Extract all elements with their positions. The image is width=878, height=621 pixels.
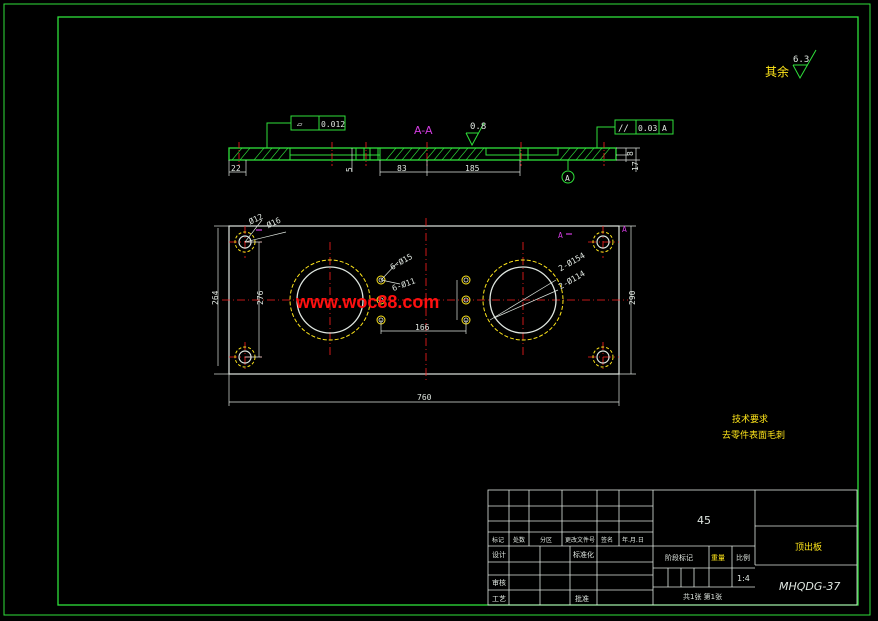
hole-dim-c1: 6-Ø15: [388, 251, 414, 272]
cut-mark-right: A: [622, 225, 627, 234]
hole-dim-c2: 6-Ø11: [391, 275, 417, 293]
roughness-other-label: 其余: [765, 64, 789, 79]
bore-right-outer: [482, 259, 564, 341]
hole-dim-b: Ø16: [265, 215, 282, 230]
bore-right-inner: [489, 266, 557, 334]
tb-drawing-no: MHQDG-37: [779, 580, 840, 593]
watermark: www.woc88.com: [295, 292, 439, 312]
section-label: A-A: [414, 124, 433, 137]
tb-weight: 重量: [711, 554, 725, 562]
dim-760: 760: [417, 393, 432, 402]
drawing-border: [57, 16, 859, 606]
dim-5: 5: [345, 167, 354, 172]
dim-83: 83: [397, 164, 407, 173]
parallelism-value: 0.03: [638, 124, 657, 133]
datum-a-label: A: [565, 174, 570, 183]
flatness-symbol: ▱: [297, 120, 303, 130]
tech-title: 技术要求: [732, 413, 768, 425]
tech-line1: 去零件表面毛刺: [722, 429, 785, 441]
dim-290: 290: [628, 290, 637, 305]
tb-row-label-2: 分区: [540, 536, 552, 544]
roughness-other-symbol: 其余 6.3: [765, 49, 817, 80]
tb-design: 设计: [492, 550, 506, 559]
dim-8: 8: [626, 151, 635, 156]
tb-row-label-4: 签名: [601, 536, 613, 544]
tb-sheets: 共1张 第1张: [683, 592, 722, 601]
tb-process: 工艺: [492, 595, 506, 603]
tb-row-label-0: 标记: [492, 536, 504, 544]
tb-row-label-5: 年.月.日: [622, 536, 644, 544]
flatness-value: 0.012: [321, 120, 345, 129]
tb-ratio: 比例: [736, 553, 750, 562]
tb-stage-mark: 阶段标记: [665, 553, 693, 562]
tb-review: 审核: [492, 578, 506, 587]
dim-22: 22: [231, 164, 241, 173]
datum-a-symbol: [561, 170, 575, 184]
cut-mark-left: A: [558, 231, 563, 240]
parallelism-datum: A: [662, 124, 667, 133]
tb-row-label-3: 更改文件号: [565, 536, 595, 544]
dim-185: 185: [465, 164, 480, 173]
dim-166: 166: [415, 323, 430, 332]
bore-left-inner: [296, 266, 364, 334]
title-block: [487, 489, 858, 606]
hole-dim-a: Ø12: [247, 211, 264, 226]
dim-17: 17: [631, 161, 640, 171]
dim-264: 264: [211, 290, 220, 305]
dim-276: 276: [256, 290, 265, 305]
section-view: A-A 0.8 ▱ 0.012 // 0.03 A: [228, 115, 674, 184]
tb-part-name: 顶出板: [795, 541, 822, 553]
parallelism-symbol: //: [618, 124, 629, 134]
roughness-other-value: 6.3: [793, 55, 809, 65]
tech-notes: 技术要求 去零件表面毛刺: [722, 413, 785, 441]
tb-scale: 1:4: [737, 574, 750, 583]
bore-left-outer: [289, 259, 371, 341]
tb-row-label-1: 处数: [513, 536, 525, 544]
title-block-text: 标记 处数 分区 更改文件号 签名 年.月.日 设计 标准化 审核 工艺 批准 …: [492, 514, 840, 603]
tb-approve: 批准: [575, 594, 589, 603]
outer-frame: [3, 3, 871, 616]
section-roughness: 0.8: [470, 122, 486, 132]
tb-standardize: 标准化: [573, 550, 594, 559]
tb-material: 45: [697, 514, 711, 527]
